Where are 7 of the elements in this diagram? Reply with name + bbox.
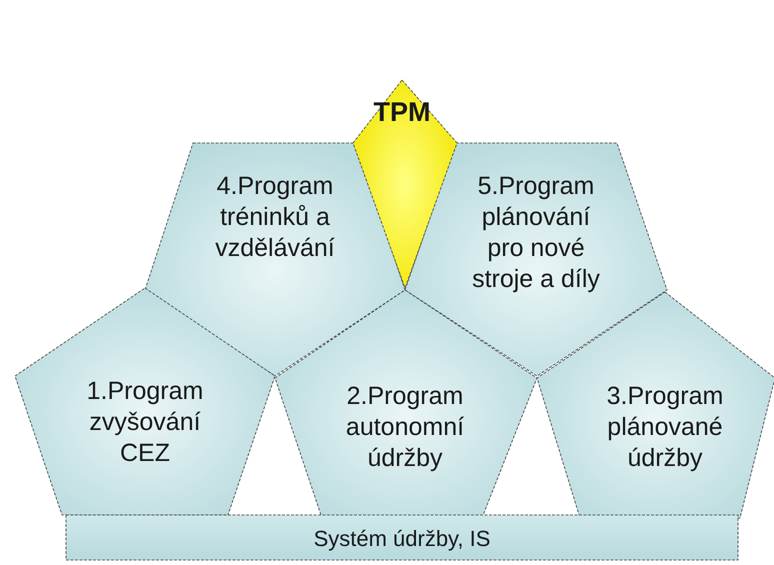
pillar-label: 2.Program autonomní údržby (344, 380, 466, 474)
pillar-label: 4.Program tréninků a vzdělávání (214, 170, 336, 264)
bar-label: Systém údržby, IS (312, 524, 492, 553)
title-label: TPM (372, 96, 432, 128)
pillar-label: 5.Program plánování pro nové stroje a díly (471, 171, 601, 295)
pillar-label: 3.Program plánované údržby (606, 380, 724, 474)
pillar-label: 1.Program zvyšování CEZ (86, 376, 204, 468)
